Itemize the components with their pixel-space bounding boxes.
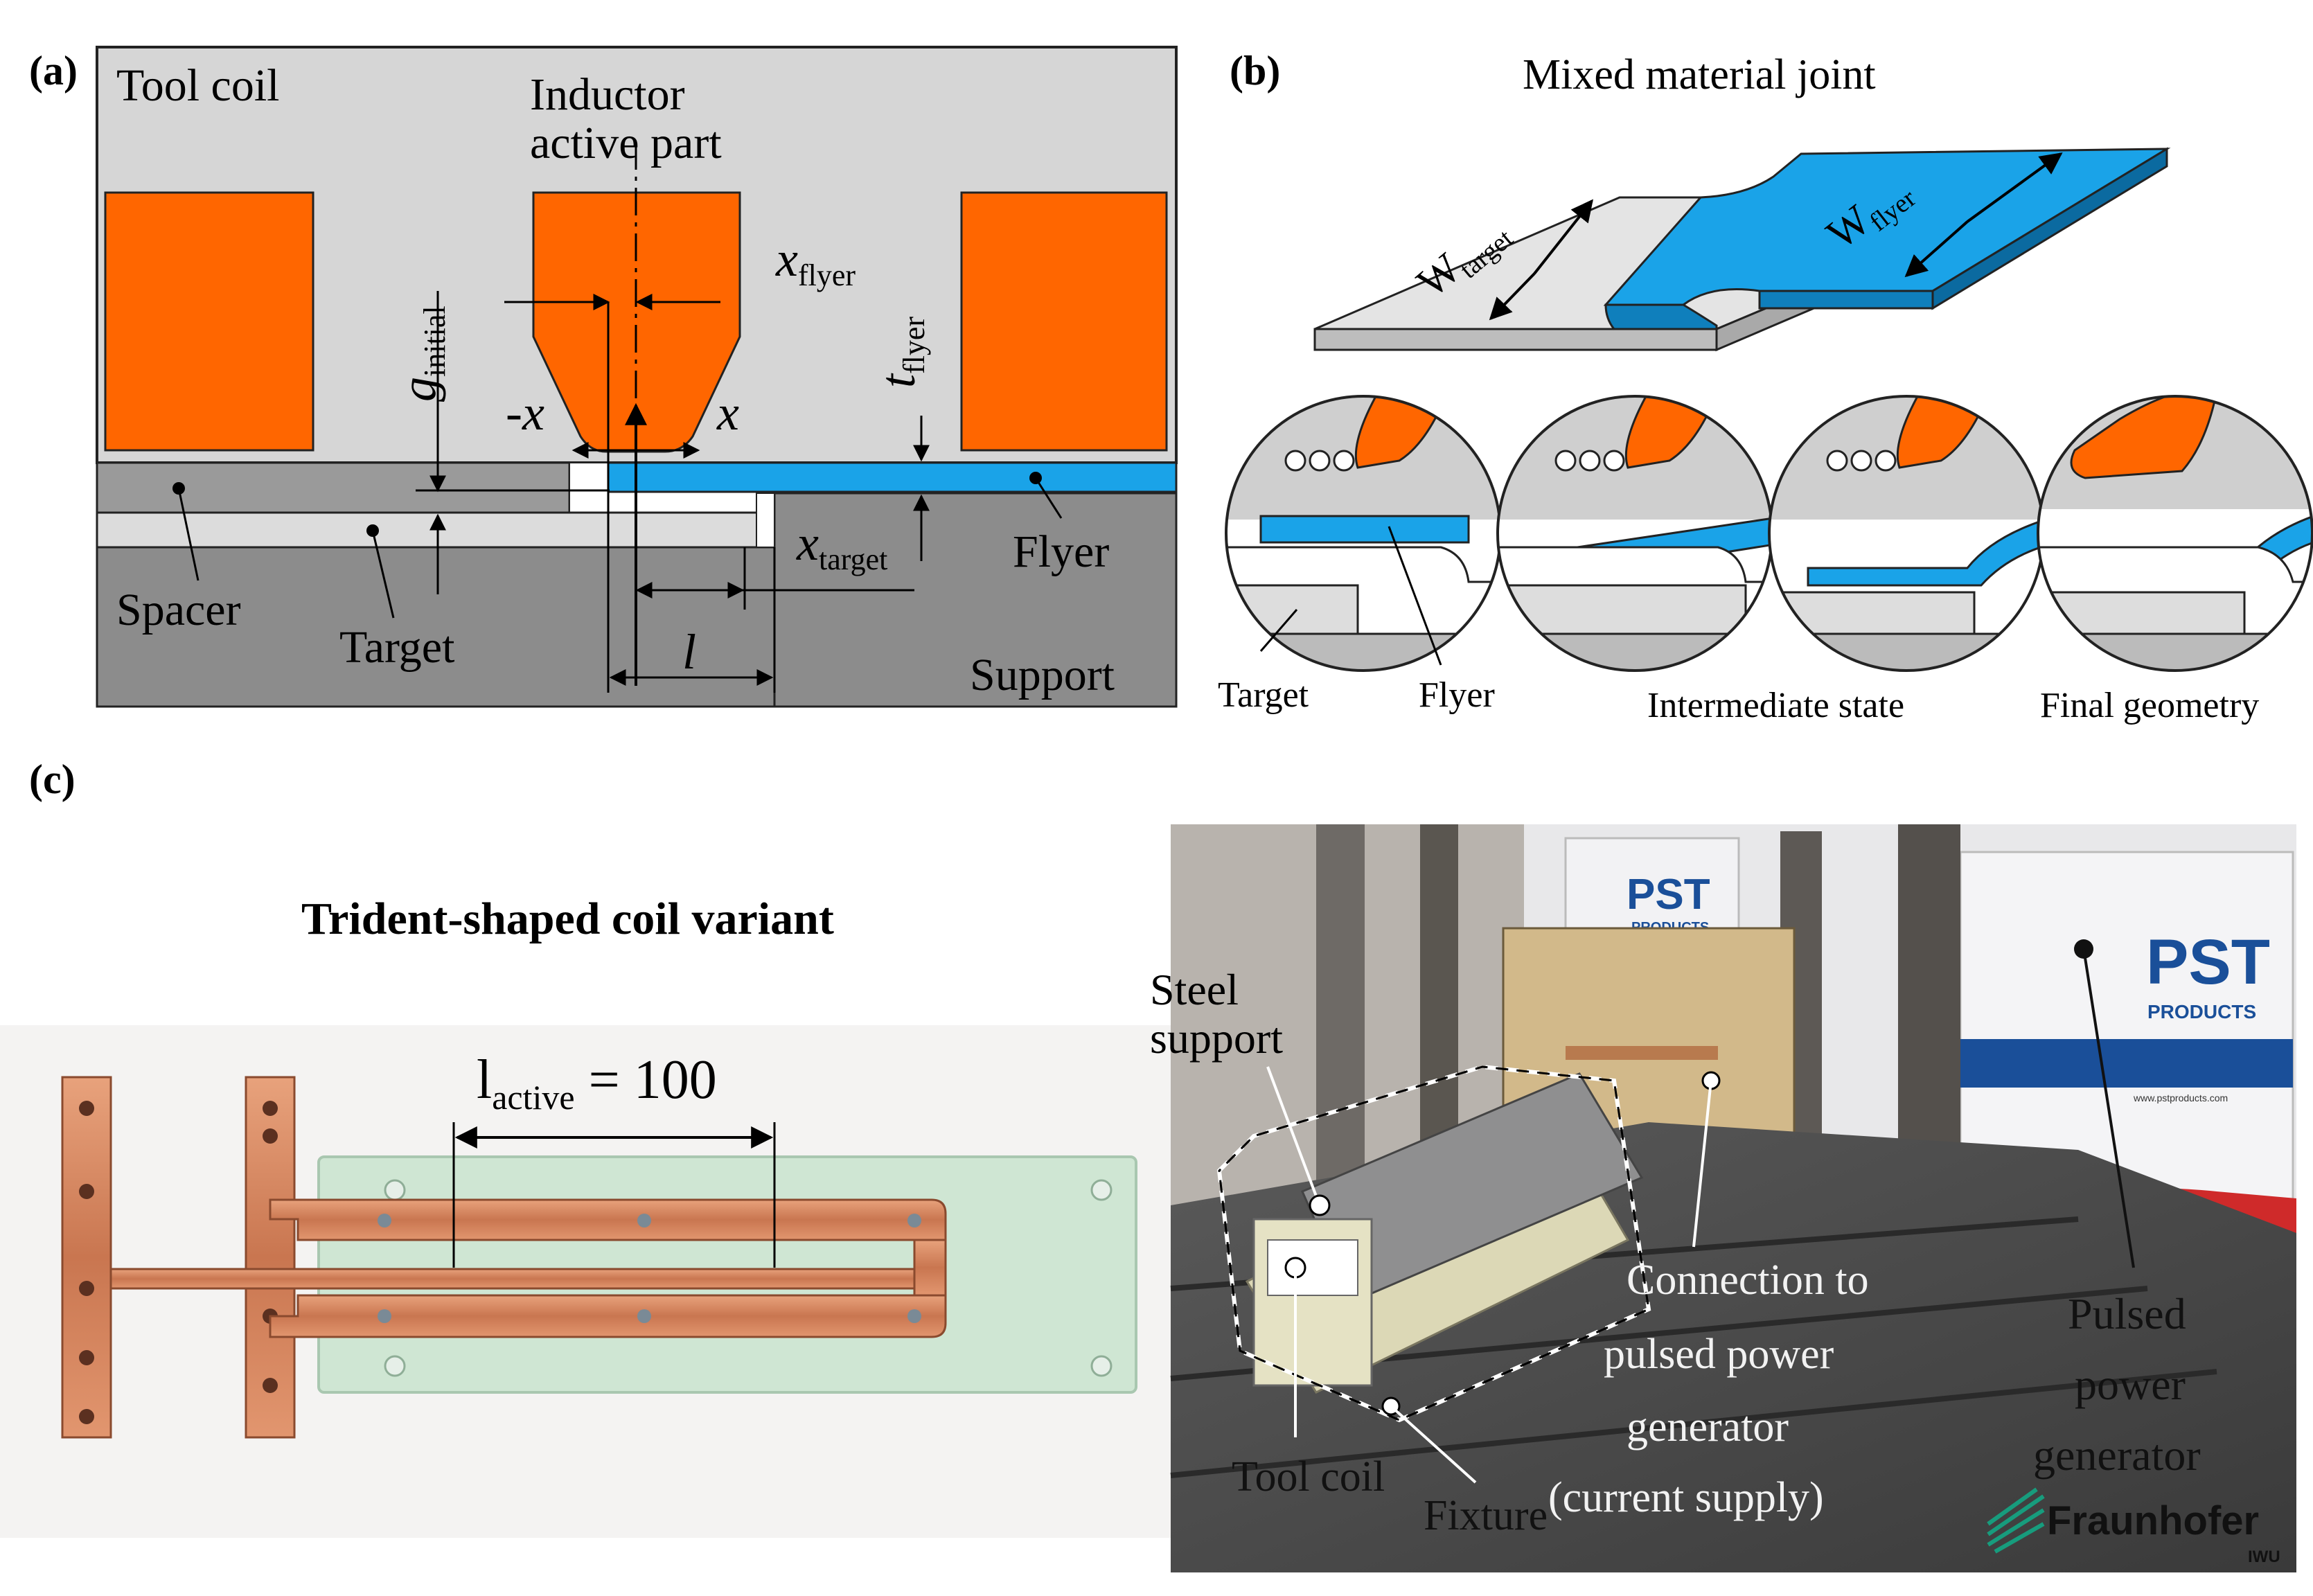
b-label-target: Target [1218, 675, 1309, 715]
label-support: Support [970, 650, 1115, 700]
conductor-bottom [269, 1294, 947, 1338]
label-pos-x: x [716, 385, 739, 441]
terminal-left [61, 1076, 112, 1439]
coil-winding-right [960, 191, 1168, 452]
panel-a-cross-section: (a) Tool coil Inductor active part xflye… [29, 46, 1178, 708]
label-neg-x: -x [506, 385, 544, 441]
label-target: Target [339, 622, 454, 673]
fraunhofer-text: Fraunhofer [2047, 1498, 2259, 1543]
label-pulsed-2: power [2075, 1360, 2186, 1409]
support-block [773, 492, 1178, 708]
w-flyer-arrow-b [1966, 152, 2063, 223]
b-flyer-side [1931, 147, 2168, 310]
label-l-active: lactive = 100 [477, 1049, 717, 1117]
label-connection-3: generator [1627, 1403, 1789, 1451]
inductor-active-part [532, 191, 741, 453]
pst-logo-right: PST [2146, 927, 2270, 998]
leader-fixture [1390, 1405, 1477, 1484]
column-1 [1316, 824, 1365, 1212]
label-flyer: Flyer [1013, 526, 1109, 577]
panel-c-label: (c) [29, 756, 76, 802]
leader-spacer [177, 488, 200, 581]
stage-1-circle [1225, 395, 1502, 672]
b-flyer-front [1758, 290, 1934, 310]
label-pulsed-1: Pulsed [2068, 1289, 2186, 1338]
panel-c-title: Trident-shaped coil variant [301, 894, 834, 944]
label-tool-coil-c: Tool coil [1232, 1453, 1385, 1500]
w-target-arrow-b [1533, 199, 1593, 275]
b-label-final: Final geometry [2040, 686, 2259, 725]
b-label-flyer: Flyer [1419, 675, 1495, 715]
label-t-flyer: tflyer [870, 317, 931, 388]
b-label-intermediate: Intermediate state [1647, 686, 1904, 725]
flyer-sheet [607, 461, 1178, 493]
label-inductor-1: Inductor [530, 69, 685, 120]
fraunhofer-mark-icon [1987, 1487, 2045, 1554]
dot-target [366, 524, 379, 537]
pst-products-right: PRODUCTS [2147, 1001, 2256, 1022]
leader-connection [1692, 1080, 1712, 1248]
panel-b-joint: (b) Mixed material joint Wtarget Wflyer [1218, 48, 2313, 725]
b-flyer-bend [1604, 303, 1718, 330]
b-target-front [1313, 328, 1718, 351]
label-inductor-2: active part [530, 118, 722, 168]
label-fixture: Fixture [1424, 1492, 1548, 1539]
label-connection-2: pulsed power [1604, 1331, 1834, 1378]
outline-dashed [1216, 1064, 1651, 1423]
label-x-target: xtarget [796, 515, 887, 576]
panel-a-label: (a) [29, 48, 78, 94]
label-connection-4: (current supply) [1548, 1474, 1824, 1521]
air-gap [569, 462, 609, 513]
label-spacer: Spacer [116, 585, 241, 635]
label-tool-coil: Tool coil [116, 60, 280, 111]
pst-blue-band [1960, 1039, 2293, 1088]
target-sheet [96, 511, 776, 549]
label-pulsed-3: generator [2033, 1430, 2201, 1480]
conductor-middle [109, 1268, 916, 1290]
label-connection-1: Connection to [1627, 1257, 1869, 1304]
stage-2-circle [1496, 395, 1773, 672]
stage-3-circle [1768, 395, 2045, 672]
pst-url: www.pstproducts.com [2133, 1092, 2228, 1103]
panel-b-label: (b) [1230, 48, 1280, 94]
leader-target [371, 530, 395, 619]
pst-logo-left: PST [1627, 871, 1710, 919]
terminal-right [245, 1076, 296, 1439]
panel-b-title: Mixed material joint [1523, 51, 1876, 98]
label-steel-1: Steel [1150, 965, 1239, 1014]
support-gap [756, 493, 775, 548]
b-leader-flyer [1388, 526, 1442, 666]
dot-spacer [172, 482, 185, 495]
b-leader-target [1259, 609, 1298, 652]
leader-pulsed [2082, 948, 2135, 1268]
conductor-top [269, 1198, 947, 1241]
w-flyer-arrow-a [1904, 220, 1969, 278]
connection-rod [1566, 1046, 1718, 1060]
leader-flyer [1034, 477, 1063, 519]
setup-photo: PST PRODUCTS PST PRODUCTS www.pstproduct… [1150, 824, 2296, 1572]
stage-4-circle [2037, 395, 2313, 672]
panel-c-photos: (c) Trident-shaped coil variant [0, 756, 2296, 1572]
spacer [96, 461, 571, 514]
dot-flyer [1029, 472, 1042, 484]
trident-coil-photo: lactive = 100 [0, 1025, 1178, 1538]
leader-steel [1266, 1066, 1321, 1206]
w-target-arrow-a [1489, 272, 1536, 321]
coil-winding-left [104, 191, 314, 452]
fraunhofer-logo: Fraunhofer IWU [1987, 1487, 2280, 1566]
label-steel-2: support [1150, 1013, 1283, 1063]
label-x-flyer: xflyer [775, 231, 856, 292]
iwu-text: IWU [2248, 1548, 2280, 1566]
label-l: l [682, 624, 696, 680]
